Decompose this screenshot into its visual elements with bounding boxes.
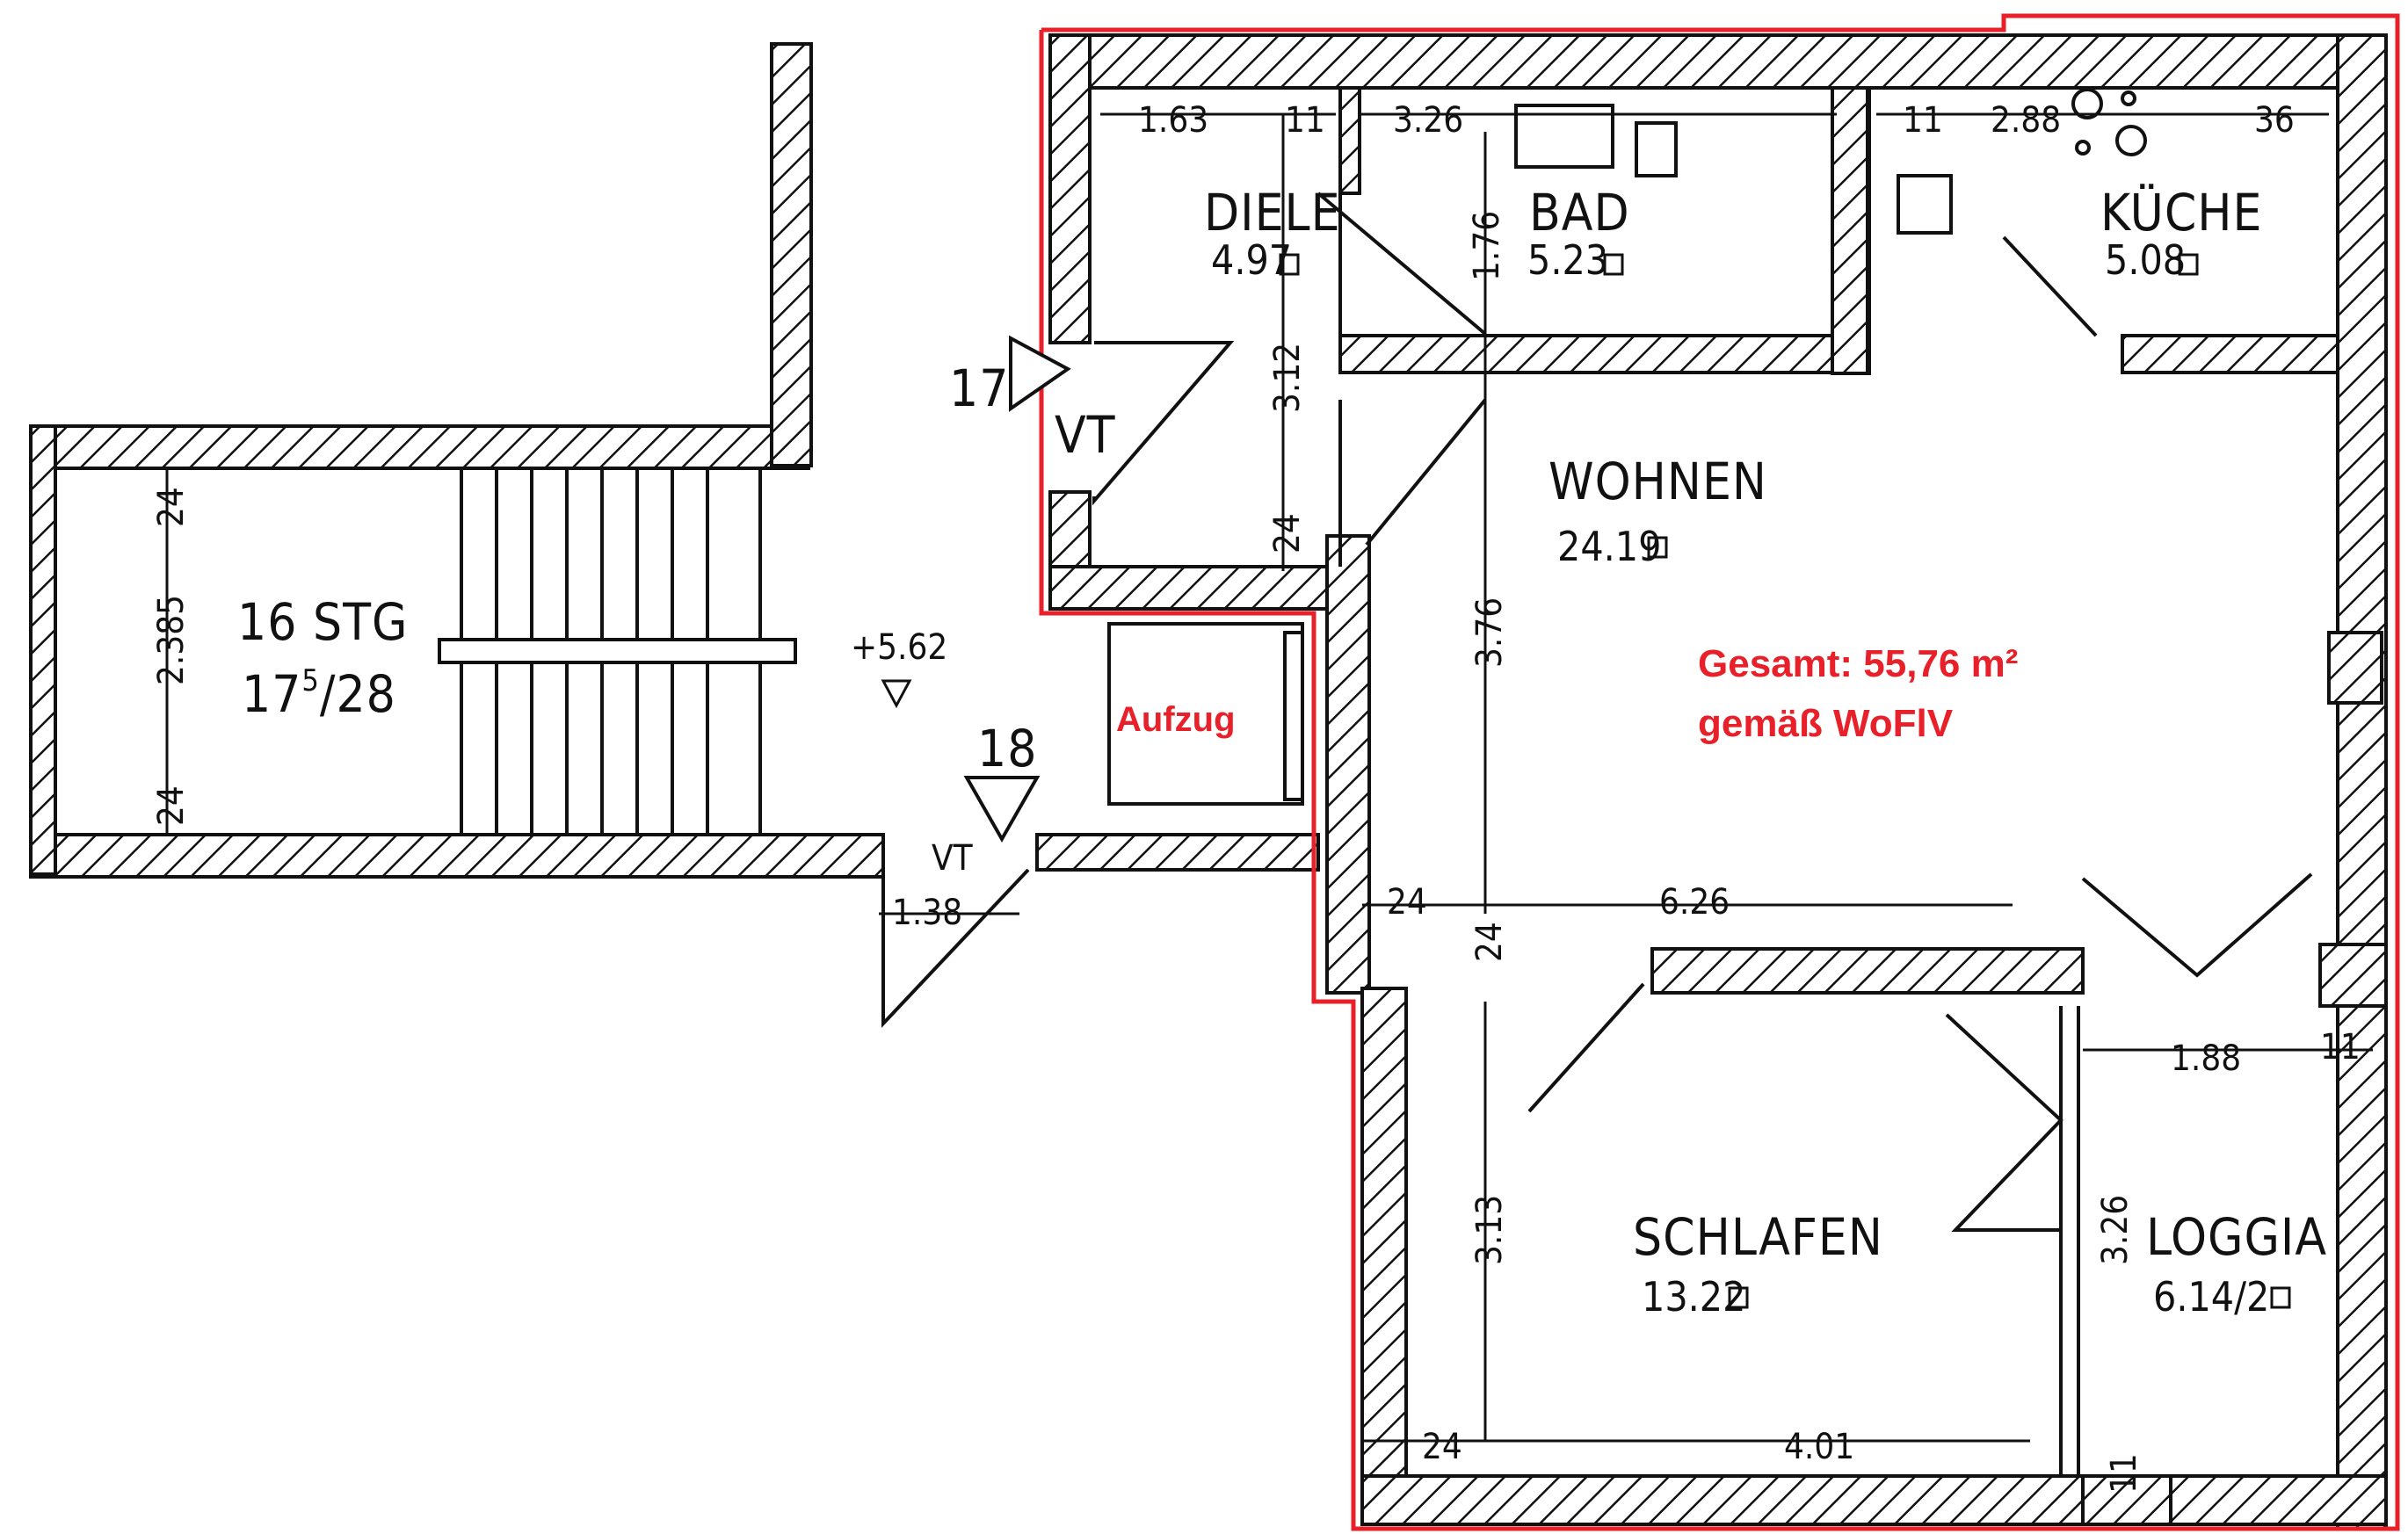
dim-wall-11-d: 11 bbox=[2104, 1453, 2144, 1494]
room-name-kueche: KÜCHE bbox=[2100, 183, 2263, 242]
dim-loggia-width: 1.88 bbox=[2171, 1038, 2241, 1079]
elevator-label: Aufzug bbox=[1116, 700, 1236, 739]
room-name-schlafen: SCHLAFEN bbox=[1633, 1207, 1883, 1267]
wall-stair-left bbox=[29, 424, 57, 876]
interior-lines bbox=[438, 88, 2313, 1476]
dim-wall-24-b: 24 bbox=[1387, 882, 1427, 923]
room-name-diele: DIELE bbox=[1204, 183, 1341, 242]
dim-living-width: 6.26 bbox=[1659, 882, 1730, 923]
wall-kitchen-bottom bbox=[2121, 334, 2339, 374]
dim-wall-24-c: 24 bbox=[1469, 922, 1510, 962]
wall-stair-riser bbox=[770, 42, 813, 467]
dimension-lines bbox=[165, 112, 2373, 1443]
dim-schlafen-width: 4.01 bbox=[1784, 1427, 1854, 1467]
door-marker-18 bbox=[963, 776, 1041, 843]
dim-bad-depth: 1.76 bbox=[1467, 211, 1507, 281]
wall-right bbox=[2336, 33, 2388, 1530]
dim-diele-width: 1.63 bbox=[1138, 100, 1208, 141]
walls bbox=[29, 33, 2388, 1530]
door-marker-17 bbox=[1009, 335, 1071, 412]
dim-living-depth: 3.76 bbox=[1469, 597, 1510, 668]
dim-stair-depth: 2.385 bbox=[151, 595, 192, 685]
dim-kitchen-width: 2.88 bbox=[1991, 100, 2061, 141]
dim-wall-11-c: 11 bbox=[2320, 1027, 2361, 1067]
door-number-17: 17 bbox=[949, 358, 1009, 418]
stairs-ratio: 175/28 bbox=[242, 663, 396, 724]
stairs-label: 16 STG bbox=[237, 592, 408, 652]
room-area-bad: 5.23 bbox=[1527, 236, 1608, 284]
wall-loggia-bottom bbox=[2081, 1474, 2172, 1526]
dim-bad-width: 3.26 bbox=[1393, 100, 1463, 141]
dim-wall-11-a: 11 bbox=[1285, 100, 1325, 141]
wall-schlafen-top bbox=[1650, 947, 2085, 995]
dim-wall-11-b: 11 bbox=[1903, 100, 1943, 141]
door-number-18: 18 bbox=[977, 719, 1037, 778]
dim-wall-36: 36 bbox=[2254, 100, 2295, 141]
level-label: +5.62 bbox=[851, 627, 947, 668]
room-name-loggia: LOGGIA bbox=[2146, 1207, 2327, 1267]
dim-stair-wall-24-bottom: 24 bbox=[151, 785, 192, 826]
wall-bottom bbox=[1360, 1474, 2388, 1526]
level-marker bbox=[881, 679, 912, 709]
wall-right-stub-1 bbox=[2327, 631, 2383, 705]
wall-corridor-bottom bbox=[1035, 833, 1320, 872]
room-name-bad: BAD bbox=[1529, 183, 1630, 242]
room-name-wohnen: WOHNEN bbox=[1549, 452, 1767, 511]
wall-right-stub-2 bbox=[2318, 943, 2388, 1008]
vt-label-diele: VT bbox=[1055, 405, 1116, 465]
dim-corridor-width: 1.38 bbox=[892, 893, 962, 933]
wall-stair-bottom bbox=[29, 833, 885, 879]
wall-diele-partition bbox=[1338, 86, 1361, 195]
apartment-outline bbox=[1039, 13, 2400, 1531]
wall-bad-right bbox=[1831, 86, 1871, 375]
dim-wall-24-a: 24 bbox=[1267, 513, 1308, 554]
total-area-line2: gemäß WoFlV bbox=[1698, 702, 1954, 745]
wall-top bbox=[1048, 33, 2388, 90]
dim-loggia-depth: 3.26 bbox=[2095, 1195, 2136, 1265]
dim-schlafen-depth: 3.13 bbox=[1469, 1195, 1510, 1265]
wall-diele-bottom bbox=[1048, 565, 1368, 611]
room-area-loggia: 6.14/2 bbox=[2153, 1273, 2269, 1321]
wall-lower-left bbox=[1360, 987, 1408, 1509]
room-area-kueche: 5.08 bbox=[2105, 236, 2186, 284]
room-area-wohnen: 24.19 bbox=[1557, 523, 1661, 570]
wall-stair-top bbox=[29, 424, 810, 470]
vt-label-corridor: VT bbox=[932, 838, 974, 879]
total-area-line1: Gesamt: 55,76 m² bbox=[1698, 642, 2018, 685]
wall-diele-left bbox=[1048, 33, 1092, 344]
wall-living-left bbox=[1325, 534, 1371, 995]
wall-bath-bottom bbox=[1338, 334, 1847, 374]
room-area-diele: 4.97 bbox=[1211, 236, 1292, 284]
dim-wall-24-d: 24 bbox=[1422, 1427, 1462, 1467]
dim-stair-wall-24-top: 24 bbox=[151, 487, 192, 527]
dim-diele-depth: 3.12 bbox=[1267, 343, 1308, 413]
